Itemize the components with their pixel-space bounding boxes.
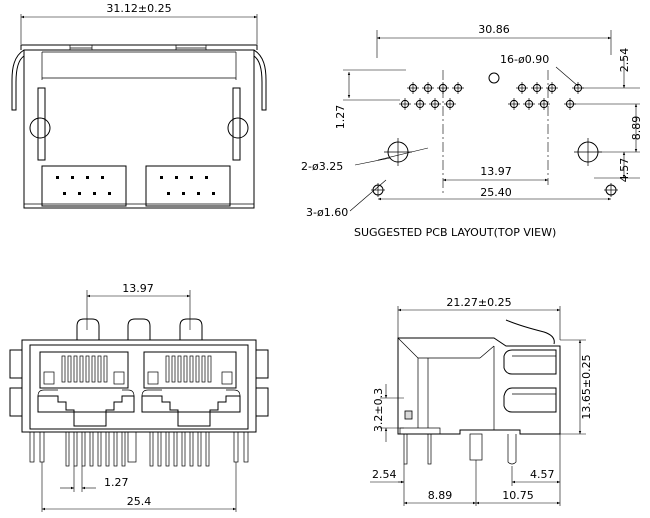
contact-fingers-right <box>165 355 212 383</box>
port-spacing-label: 13.97 <box>122 282 154 295</box>
pcb-post-spacing-label: 13.97 <box>480 165 512 178</box>
pcb-row-offset-label: 2.54 <box>618 48 631 73</box>
pcb-post-offset-label: 4.57 <box>618 158 631 183</box>
mount-hole-callout: 2-ø3.25 <box>301 160 343 173</box>
side-depth-label: 21.27±0.25 <box>446 296 511 309</box>
bottom-peg-spacing-label: 25.4 <box>127 495 152 508</box>
pcb-peg-spacing-label: 25.40 <box>480 186 512 199</box>
pcb-pitch-label: 1.27 <box>334 105 347 130</box>
pcb-pin-to-post-label: 8.89 <box>630 116 643 141</box>
side-height-label: 13.65±0.25 <box>580 354 593 419</box>
peg-callout: 3-ø1.60 <box>306 206 348 219</box>
front-width-label: 31.12±0.25 <box>106 2 171 15</box>
bottom-pitch-label: 1.27 <box>104 476 129 489</box>
front-view: 31.12±0.25 <box>11 2 267 209</box>
side-pin-row-label: 8.89 <box>428 489 453 502</box>
contact-fingers-left <box>61 355 108 383</box>
side-rear-offset-label: 4.57 <box>530 468 555 481</box>
pcb-caption: SUGGESTED PCB LAYOUT(TOP VIEW) <box>354 226 556 239</box>
side-front-pin-label: 2.54 <box>372 468 397 481</box>
side-view: 21.27±0.25 3.2±0.3 13. <box>370 296 593 506</box>
solder-pins <box>29 431 249 467</box>
pcb-layout-view: 30.86 16-ø0.90 <box>301 23 643 239</box>
port-face-view: 13.97 <box>9 282 269 512</box>
signal-pins <box>399 82 584 110</box>
pin-callout-label: 16-ø0.90 <box>500 53 549 66</box>
side-rear-span-label: 10.75 <box>502 489 534 502</box>
pcb-width-label: 30.86 <box>478 23 510 36</box>
side-led-height-label: 3.2±0.3 <box>372 388 385 432</box>
